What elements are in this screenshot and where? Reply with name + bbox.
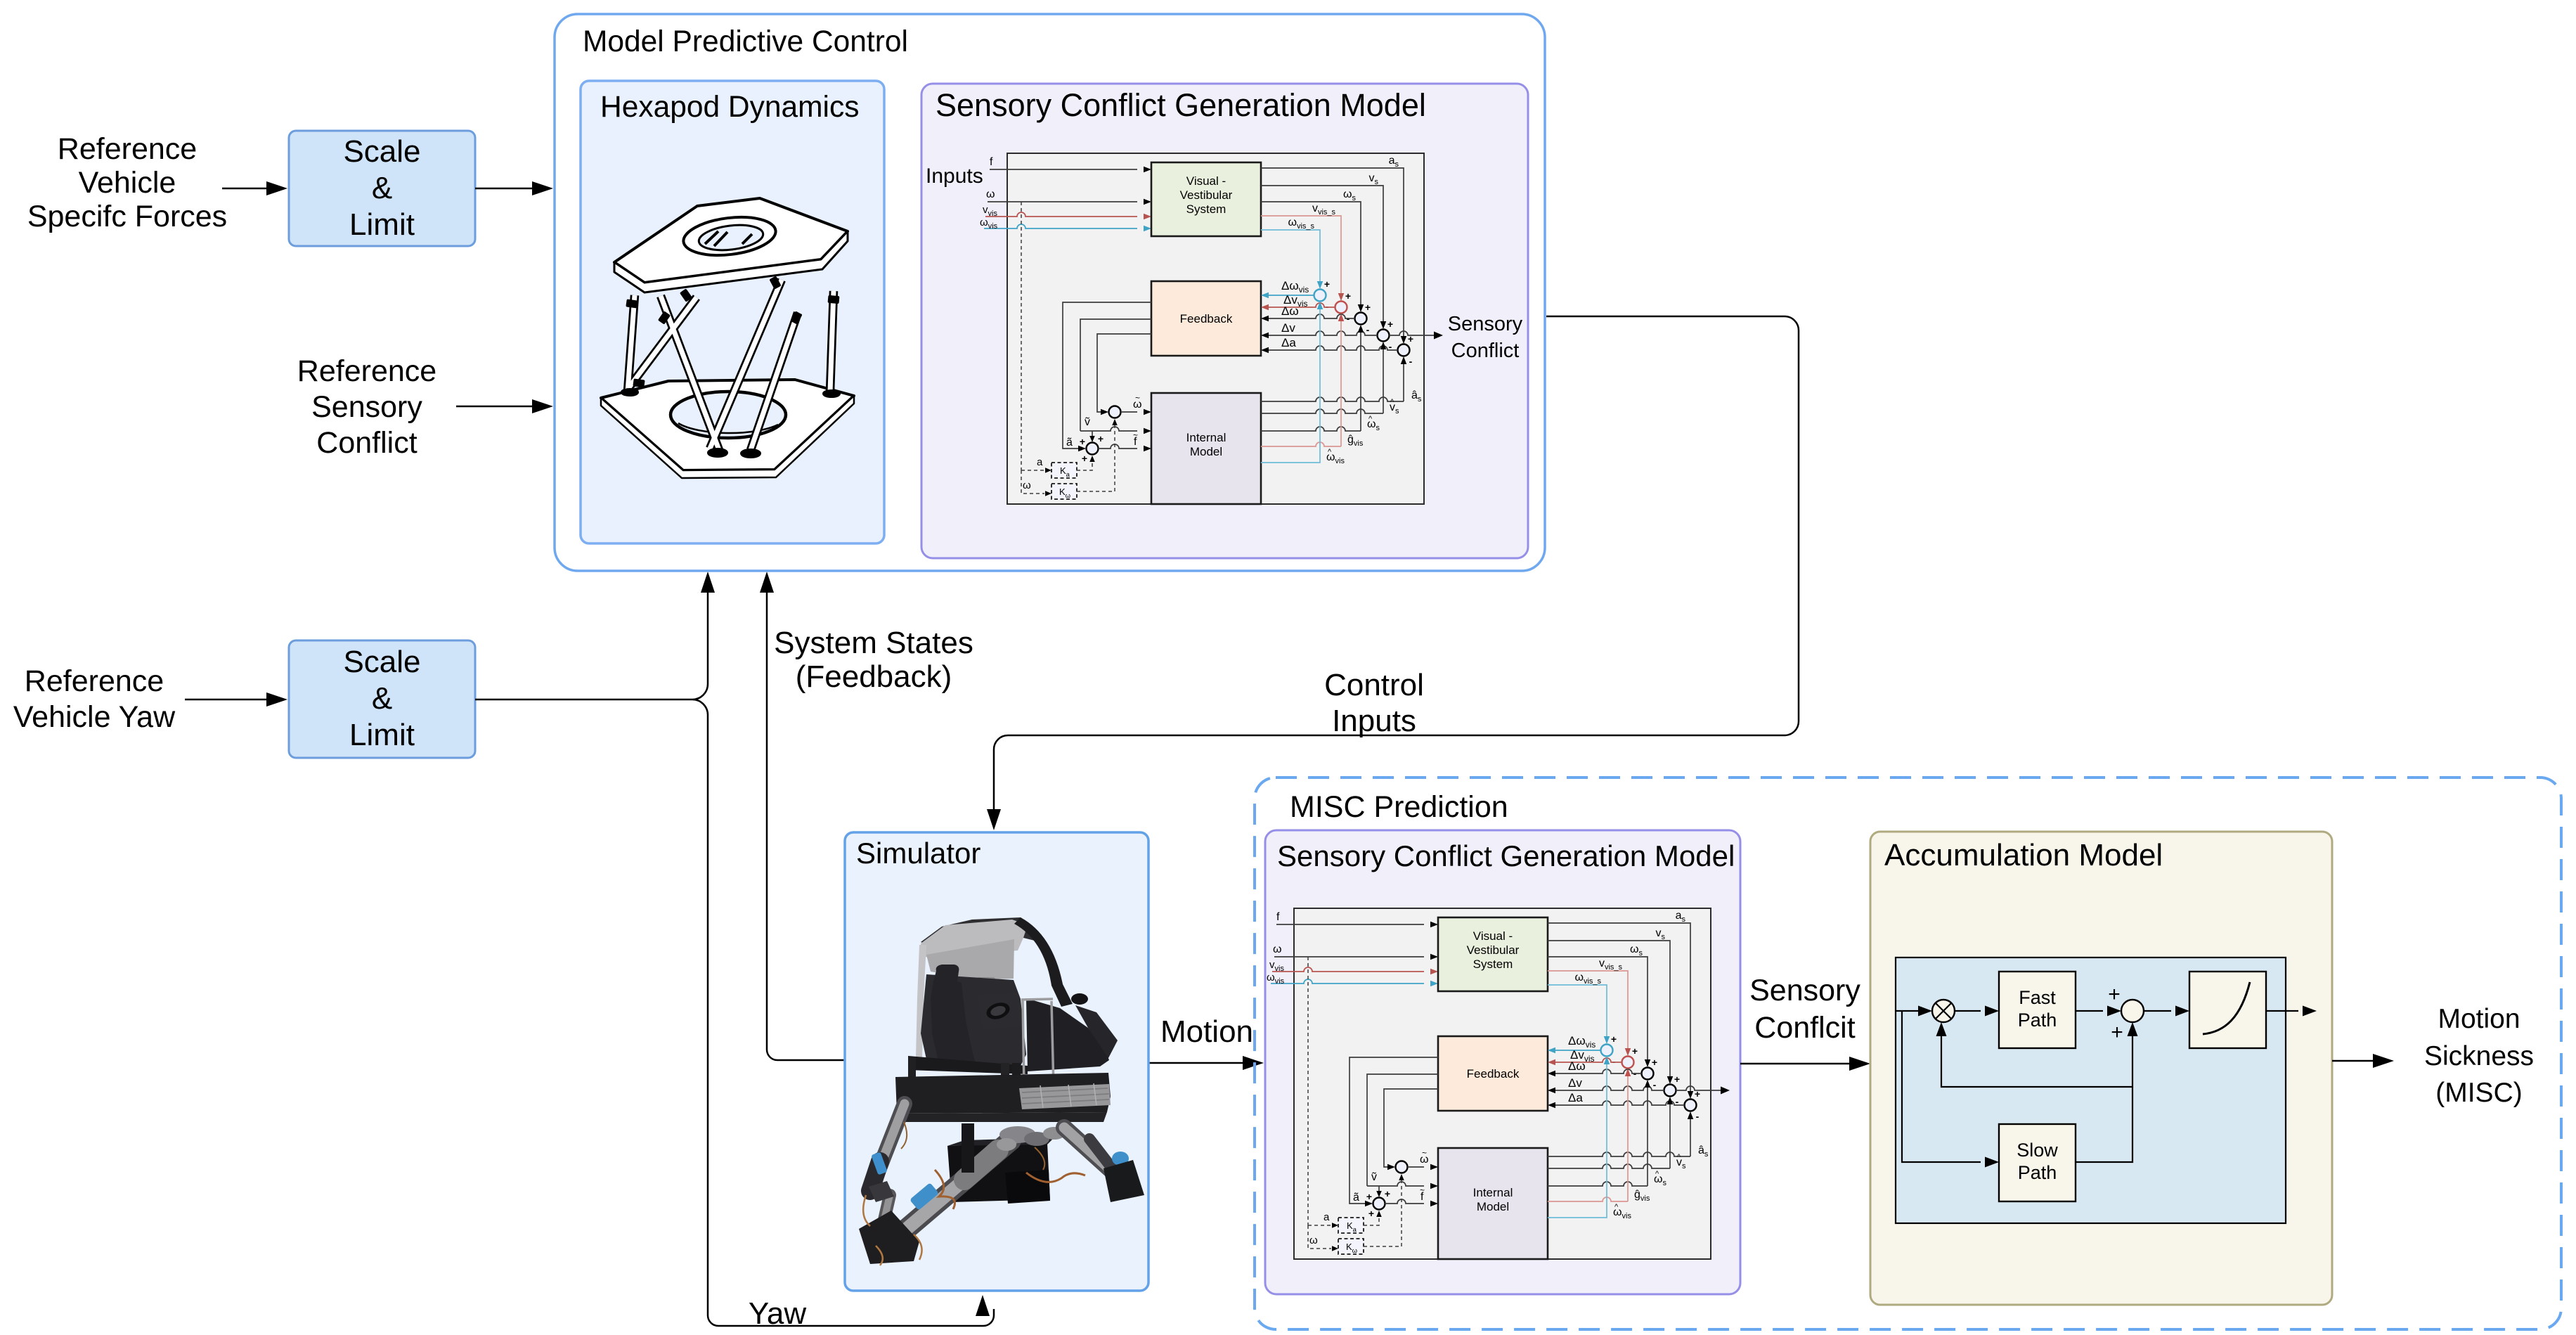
svg-text:Fast: Fast [2019,987,2056,1008]
svg-text:f: f [1134,436,1137,448]
svg-text:-: - [1366,324,1370,335]
svg-text:Inputs: Inputs [1332,704,1416,738]
svg-text:Δω: Δω [1281,304,1299,318]
svg-text:Scale: Scale [343,645,420,679]
svg-text:+: + [1345,290,1351,302]
svg-text:Δv: Δv [1281,321,1295,335]
svg-text:Scale: Scale [343,134,420,169]
svg-text:Internal: Internal [1186,431,1226,444]
svg-text:Limit: Limit [349,718,415,752]
svg-text:Δa: Δa [1281,336,1296,349]
svg-text:Feedback: Feedback [1180,312,1233,325]
svg-text:Slow: Slow [2017,1140,2058,1161]
svg-text:Specifc Forces: Specifc Forces [27,200,227,233]
svg-text:-: - [1409,356,1413,367]
svg-text:(MISC): (MISC) [2435,1078,2522,1108]
svg-text:Conflcit: Conflcit [1754,1011,1855,1045]
svg-text:Sensory: Sensory [311,390,422,424]
svg-text:Sensory: Sensory [1448,313,1523,335]
svg-text:MISC Prediction: MISC Prediction [1290,790,1508,824]
svg-text:Model Predictive Control: Model Predictive Control [583,25,908,58]
svg-text:ω: ω [986,188,995,200]
svg-text:~: ~ [1133,430,1138,440]
svg-text:Sensory Conflict Generation Mo: Sensory Conflict Generation Model [936,87,1426,123]
svg-text:Sickness: Sickness [2424,1041,2534,1071]
svg-text:System: System [1186,202,1226,216]
svg-text:ã: ã [1066,437,1073,449]
svg-text:+: + [1324,278,1330,290]
svg-text:f: f [990,156,993,168]
svg-text:+: + [1080,436,1085,447]
svg-text:~: ~ [1135,393,1140,403]
svg-text:Inputs: Inputs [926,165,983,188]
svg-text:&: & [372,171,392,205]
svg-text:Sensory: Sensory [1749,974,1860,1007]
svg-text:a: a [1037,456,1043,468]
svg-text:Sensory Conflict Generation Mo: Sensory Conflict Generation Model [1277,839,1735,872]
svg-text:Reference: Reference [297,354,436,388]
svg-text:Hexapod Dynamics: Hexapod Dynamics [600,91,860,124]
svg-text:-: - [1326,301,1329,312]
svg-text:Path: Path [2018,1010,2057,1031]
svg-text:ω: ω [1133,399,1142,411]
svg-text:System States: System States [774,626,973,660]
svg-text:+: + [1082,453,1087,464]
svg-text:ω: ω [1023,479,1031,491]
svg-text:Visual -: Visual - [1186,174,1226,188]
svg-text:Vehicle: Vehicle [79,166,176,200]
svg-text:+: + [1387,318,1393,330]
svg-text:Motion: Motion [2438,1004,2520,1034]
svg-text:Vestibular: Vestibular [1180,188,1233,202]
svg-text:Reference: Reference [25,664,164,698]
svg-text:ṽ: ṽ [1085,416,1090,428]
svg-text:-: - [1389,341,1392,352]
svg-text:Conflict: Conflict [1451,340,1520,362]
svg-text:Limit: Limit [349,207,415,242]
svg-text:Vehicle Yaw: Vehicle Yaw [13,700,176,734]
svg-text:Path: Path [2018,1162,2057,1183]
svg-text:^: ^ [1328,448,1332,456]
svg-text:Control: Control [1324,668,1424,702]
svg-text:+: + [1408,333,1413,344]
svg-text:^: ^ [1368,415,1373,423]
svg-text:&: & [372,681,392,716]
svg-text:Reference: Reference [58,132,197,166]
svg-text:+: + [1365,302,1371,313]
svg-text:+: + [1098,433,1103,444]
svg-text:Conflict: Conflict [316,426,417,460]
svg-text:Simulator: Simulator [856,837,980,870]
svg-text:^: ^ [1390,398,1394,406]
svg-text:Model: Model [1190,445,1222,458]
svg-text:(Feedback): (Feedback) [796,659,952,694]
svg-text:+: + [2108,983,2121,1006]
svg-text:+: + [2111,1021,2123,1044]
svg-text:Accumulation Model: Accumulation Model [1884,838,2163,872]
svg-text:Motion: Motion [1160,1014,1253,1049]
svg-text:Yaw: Yaw [749,1296,807,1331]
